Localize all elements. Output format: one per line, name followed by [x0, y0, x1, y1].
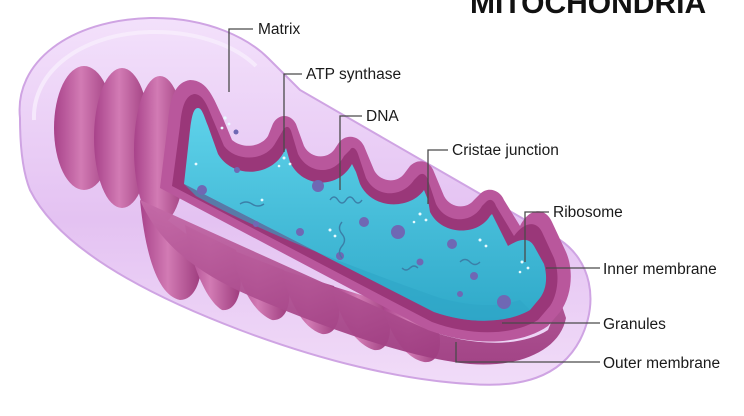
label-granules: Granules [603, 316, 666, 333]
label-inner-membrane: Inner membrane [603, 261, 717, 278]
label-matrix: Matrix [258, 21, 300, 38]
label-dna: DNA [366, 108, 399, 125]
label-cristae-junction: Cristae junction [452, 142, 559, 159]
label-ribosome: Ribosome [553, 204, 623, 221]
diagram-title: MITOCHONDRIA [470, 0, 706, 20]
label-outer-membrane: Outer membrane [603, 355, 720, 372]
label-atp-synthase: ATP synthase [306, 66, 401, 83]
